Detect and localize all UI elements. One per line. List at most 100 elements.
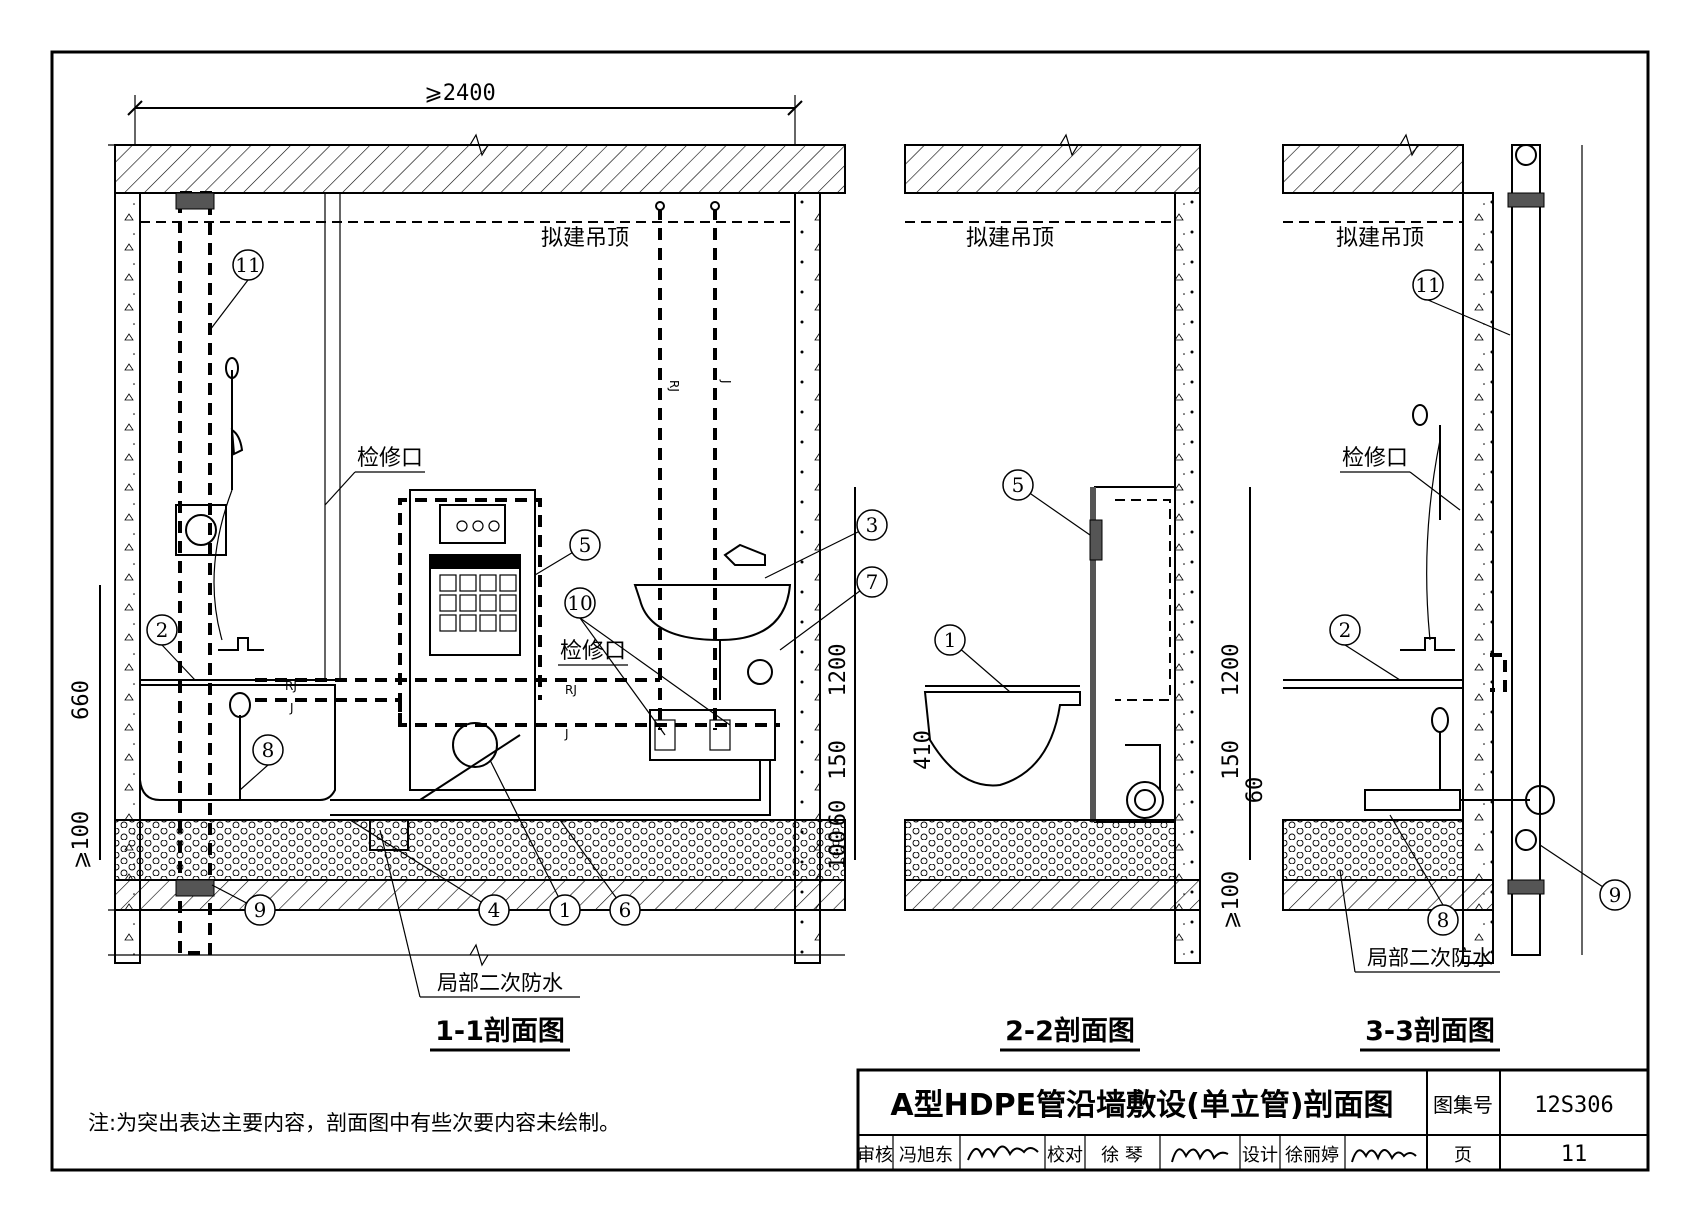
sheet-title: A型HDPE管沿墙敷设(单立管)剖面图 <box>890 1088 1393 1123</box>
label-rj-s1b: RJ <box>565 683 577 697</box>
access-panel-square <box>175 504 227 556</box>
brand-label: GEBERIT <box>453 558 497 569</box>
callout-8-s3: 8 <box>1389 814 1459 936</box>
page-label: 页 <box>1454 1145 1472 1166</box>
label-rj-riser: RJ <box>667 380 681 392</box>
page-number: 11 <box>1561 1142 1588 1167</box>
label-access-s1b: 检修口 <box>560 639 626 664</box>
basin-cabinet-valves <box>649 709 776 761</box>
review-label: 审核 <box>857 1145 893 1166</box>
callout-3: 3 <box>764 509 888 579</box>
sheet-border <box>50 50 1650 1172</box>
callout-5-s2: 5 <box>1002 469 1091 536</box>
flush-plate <box>429 554 521 656</box>
dim-1200-s2: 1200 <box>1219 644 1244 697</box>
svg-text:5: 5 <box>1012 473 1025 497</box>
label-waterproof-s1: 局部二次防水 <box>437 971 563 995</box>
ceiling-slab-2 <box>904 144 1201 194</box>
svg-text:1: 1 <box>559 898 572 922</box>
label-j-riser: J <box>719 379 733 384</box>
title-block <box>856 1068 1650 1172</box>
bath-mixer <box>218 637 264 651</box>
section-title-2-2: 2-2剖面图 <box>1005 1015 1135 1047</box>
callout-9-s3: 9 <box>1539 844 1631 911</box>
dim-1200-s1: 1200 <box>826 644 851 697</box>
label-access-s1: 检修口 <box>357 446 423 471</box>
dimension-lines <box>99 95 1251 860</box>
dim-660: 660 <box>69 680 94 720</box>
svg-text:4: 4 <box>488 898 501 922</box>
dim-width-total: ⩾2400 <box>424 81 495 106</box>
designer-signature <box>1351 1149 1417 1163</box>
label-rj-s1: RJ <box>285 679 297 693</box>
dim-ge100-s2: ⩾100 <box>1219 871 1244 929</box>
label-ceiling-s1: 拟建吊顶 <box>541 226 629 251</box>
shower-head <box>230 428 244 456</box>
svg-text:3: 3 <box>866 513 879 537</box>
flush-plate-grid <box>439 574 517 632</box>
floor-fill-2 <box>904 819 1176 881</box>
drawing-note: 注:为突出表达主要内容，剖面图中有些次要内容未绘制。 <box>88 1111 620 1135</box>
basin-faucet <box>723 543 766 566</box>
section-title-1-1: 1-1剖面图 <box>435 1015 565 1047</box>
label-ceiling-s2: 拟建吊顶 <box>966 226 1054 251</box>
label-j-s1b: J <box>564 727 569 741</box>
callout-1-s2: 1 <box>934 624 1011 693</box>
design-label: 设计 <box>1242 1145 1278 1166</box>
checker-name: 徐 琴 <box>1101 1145 1143 1166</box>
ceiling-slab-3 <box>1282 144 1464 194</box>
callout-9-s1: 9 <box>211 884 276 926</box>
ceiling-slab <box>114 144 846 194</box>
drain-pipe <box>330 760 761 801</box>
svg-text:9: 9 <box>1609 883 1622 907</box>
toilet-drain <box>452 722 498 768</box>
callout-5-s1: 5 <box>534 529 601 576</box>
section-1-1: GEBERIT <box>108 133 846 967</box>
checker-signature <box>1171 1148 1229 1163</box>
svg-text:6: 6 <box>619 898 632 922</box>
svg-text:8: 8 <box>1437 908 1450 932</box>
toilet-frame-2 <box>1094 486 1176 823</box>
section-2-2 <box>904 133 1201 964</box>
svg-text:10: 10 <box>567 591 592 615</box>
stack-pipe-3 <box>1511 144 1541 956</box>
dim-410: 410 <box>911 730 936 770</box>
svg-text:5: 5 <box>579 533 592 557</box>
callout-1-s1: 1 <box>489 759 581 926</box>
callout-2-s3: 2 <box>1329 614 1401 681</box>
wall-hung-toilet <box>923 691 1081 787</box>
dim-ge100-left: ⩾100 <box>69 811 94 869</box>
callout-7: 7 <box>779 566 888 651</box>
svg-text:1: 1 <box>944 628 957 652</box>
dim-150-s2: 150 <box>1219 740 1244 780</box>
svg-text:8: 8 <box>262 738 275 762</box>
check-label: 校对 <box>1047 1145 1083 1166</box>
bath-drain-assembly <box>1364 789 1461 811</box>
drain-elbow <box>1125 744 1161 790</box>
callout-markers: 11 2 8 9 4 1 6 5 10 3 7 5 1 11 2 8 9 <box>146 249 1631 936</box>
svg-text:2: 2 <box>1339 618 1352 642</box>
designer-name: 徐丽婷 <box>1285 1145 1339 1166</box>
shower-hose <box>213 489 233 641</box>
reviewer-signature <box>967 1145 1039 1161</box>
section-title-3-3: 3-3剖面图 <box>1365 1015 1495 1047</box>
label-waterproof-s3: 局部二次防水 <box>1367 946 1493 970</box>
section-3-3 <box>1282 133 1583 964</box>
svg-text:9: 9 <box>254 898 267 922</box>
flush-tank-top <box>439 504 506 544</box>
svg-text:7: 7 <box>866 570 879 594</box>
label-j-s1: J <box>289 701 294 715</box>
callout-8-s1: 8 <box>239 734 284 791</box>
svg-text:11: 11 <box>235 253 260 277</box>
callout-11-s3: 11 <box>1412 269 1511 336</box>
callout-2-s1: 2 <box>146 614 196 681</box>
callout-6: 6 <box>559 819 641 926</box>
dim-60-s1: 60 <box>826 800 851 827</box>
label-access-s3: 检修口 <box>1342 446 1408 471</box>
floor-fill-3 <box>1282 819 1464 881</box>
toilet-frame <box>409 489 536 791</box>
bathtub <box>139 684 336 801</box>
callout-10: 10 <box>564 587 731 736</box>
stack-pipe <box>178 191 212 955</box>
